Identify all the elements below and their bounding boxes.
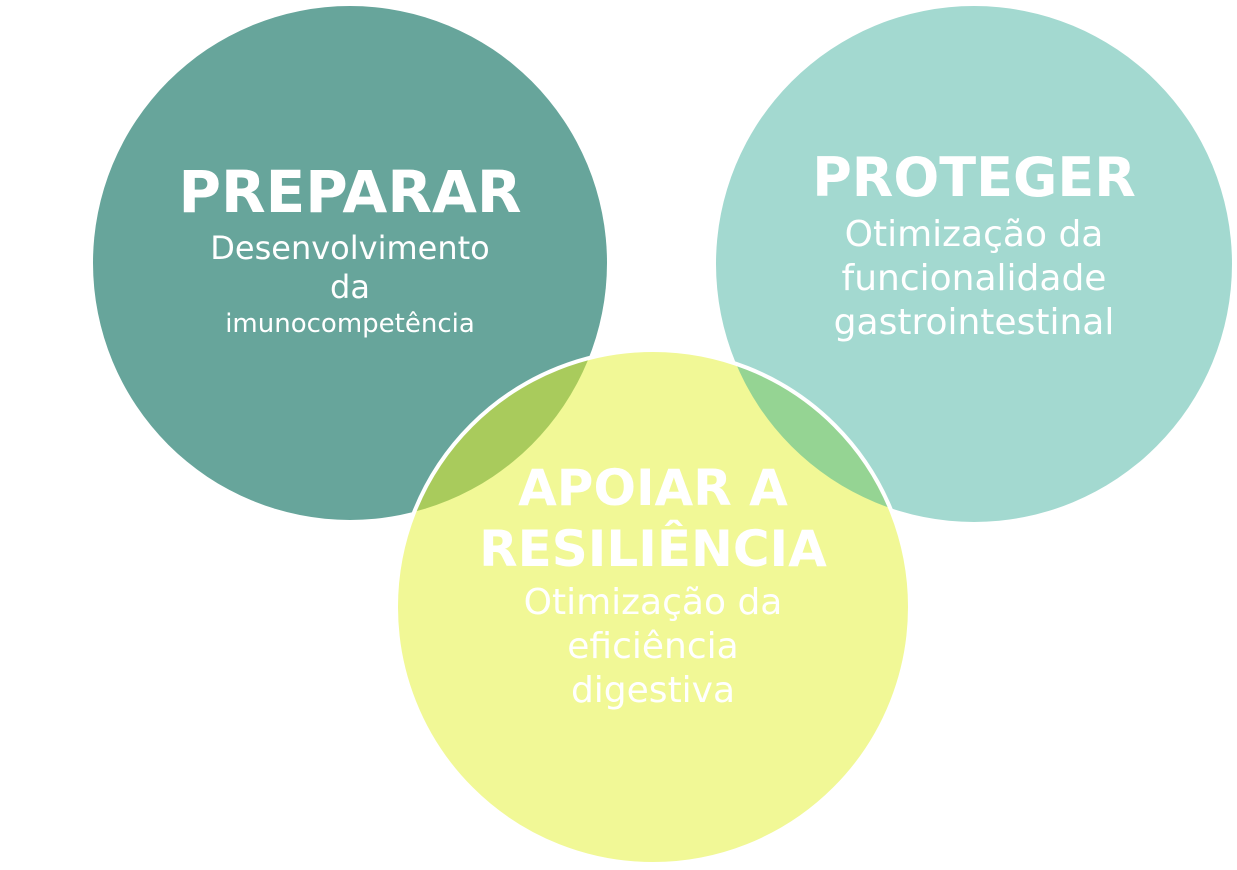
subtitle-proteger-line3: gastrointestinal xyxy=(833,301,1115,343)
label-apoiar: APOIAR A RESILIÊNCIA Otimização da efici… xyxy=(453,462,853,713)
subtitle-apoiar-line2: eficiência xyxy=(567,625,739,667)
title-preparar: PREPARAR xyxy=(178,158,522,226)
subtitle-preparar-line3: imunocompetência xyxy=(225,308,475,339)
label-proteger: PROTEGER Otimização da funcionalidade ga… xyxy=(774,146,1174,344)
subtitle-proteger-line1: Otimização da xyxy=(844,213,1104,255)
subtitle-proteger-line2: funcionalidade xyxy=(841,257,1107,299)
subtitle-apoiar-line3: digestiva xyxy=(570,669,736,711)
subtitle-preparar-line1: Desenvolvimento xyxy=(210,228,490,267)
label-preparar: PREPARAR Desenvolvimento da imunocompetê… xyxy=(150,162,550,341)
circle-apoiar xyxy=(396,350,910,864)
subtitle-preparar-line2: da xyxy=(330,267,370,306)
title-apoiar-line1: APOIAR A xyxy=(518,459,788,517)
circle-apoiar-outline xyxy=(394,348,912,866)
title-apoiar-line2: RESILIÊNCIA xyxy=(479,519,827,578)
subtitle-apoiar-line1: Otimização da xyxy=(523,582,783,623)
title-proteger: PROTEGER xyxy=(812,146,1136,209)
